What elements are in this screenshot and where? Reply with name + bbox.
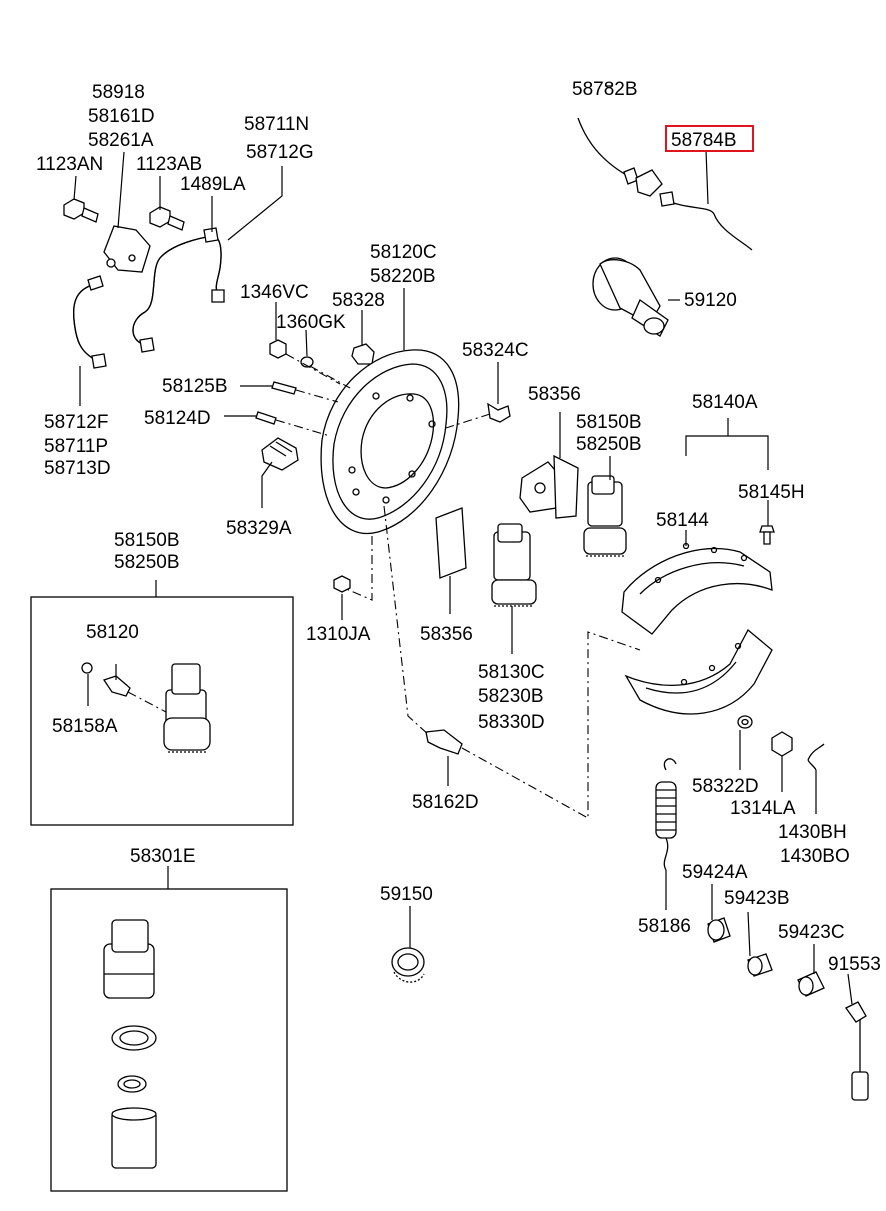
label-58713d: 58713D (44, 458, 111, 479)
kit-piston[interactable] (111, 1107, 157, 1169)
label-58250b-inset: 58250B (114, 552, 180, 573)
label-58150b-inset: 58150B (114, 530, 180, 551)
brake-pipe-left[interactable] (72, 275, 107, 369)
kit-seal-small[interactable] (117, 1075, 147, 1093)
label-1360gk: 1360GK (276, 312, 346, 333)
label-58712g: 58712G (246, 142, 314, 163)
label-59120: 59120 (684, 290, 737, 311)
brake-pipe-upper[interactable] (132, 227, 225, 353)
label-58250b-upper: 58250B (576, 434, 642, 455)
label-58918: 58918 (92, 82, 145, 103)
label-59423b: 59423B (724, 888, 790, 909)
label-1314la: 1314LA (730, 798, 796, 819)
assembly-dash-lines (127, 353, 641, 819)
bolt-1123ab[interactable] (149, 206, 185, 231)
wear-sensor-91553[interactable] (845, 1001, 869, 1101)
brake-chamber[interactable] (592, 257, 669, 337)
return-spring-58186[interactable] (655, 758, 677, 871)
label-58161d: 58161D (88, 106, 155, 127)
label-58140a: 58140A (692, 392, 758, 413)
label-58261a: 58261A (88, 130, 154, 151)
label-58330d: 58330D (478, 712, 545, 733)
wheel-cylinder-lower[interactable] (491, 523, 537, 607)
label-58328: 58328 (332, 290, 385, 311)
label-58784b[interactable]: 58784B (671, 130, 737, 151)
bleeder-58162d[interactable] (425, 729, 463, 755)
clip-58328[interactable] (351, 343, 375, 365)
inset-box-repair-kit (50, 888, 288, 1192)
washer-58322d[interactable] (737, 715, 753, 729)
label-58120: 58120 (86, 622, 139, 643)
label-58158a: 58158A (52, 716, 118, 737)
bushing-59423c[interactable] (797, 971, 825, 997)
bolt-58324c[interactable] (487, 402, 511, 423)
leader-lines (73, 85, 853, 1005)
label-58324c: 58324C (462, 340, 529, 361)
label-58230b: 58230B (478, 686, 544, 707)
shim-58356-upper[interactable] (519, 454, 579, 519)
label-58144: 58144 (656, 510, 709, 531)
dust-cap-59150[interactable] (391, 947, 425, 983)
inset-box-wheel-cylinder (30, 596, 294, 826)
label-58711n: 58711N (244, 114, 309, 135)
wheel-cylinder-upper[interactable] (583, 475, 627, 557)
label-59423c: 59423C (778, 922, 845, 943)
label-58220b: 58220B (370, 266, 436, 287)
nut-1310ja[interactable] (333, 575, 351, 593)
label-58712f: 58712F (44, 412, 108, 433)
backing-plate[interactable] (320, 349, 460, 535)
label-58150b-upper: 58150B (576, 412, 642, 433)
nut-1314la[interactable] (771, 731, 793, 757)
kit-cylinder[interactable] (103, 919, 155, 999)
label-1123ab: 1123AB (136, 154, 202, 175)
shim-58329a[interactable] (261, 437, 299, 471)
label-58162d: 58162D (412, 792, 479, 813)
brake-junction-block[interactable] (103, 225, 151, 273)
label-1346vc: 1346VC (240, 282, 309, 303)
part-labels: 58918 58161D 58261A 1123AN 1123AB 58711N… (36, 79, 881, 975)
label-58124d: 58124D (144, 408, 211, 429)
label-59424a: 59424A (682, 862, 748, 883)
label-58711p: 58711P (44, 436, 108, 457)
brake-shoe-upper[interactable] (621, 542, 773, 635)
label-58125b: 58125B (162, 376, 228, 397)
label-1489la: 1489LA (180, 174, 246, 195)
label-58356-upper: 58356 (528, 384, 581, 405)
label-91553: 91553 (828, 954, 881, 975)
label-59150: 59150 (380, 884, 433, 905)
label-58130c: 58130C (478, 662, 545, 683)
inset-cap-58158a[interactable] (81, 662, 93, 674)
bolt-1123an[interactable] (63, 198, 99, 223)
label-58322d: 58322D (692, 776, 759, 797)
nut-1346vc[interactable] (269, 339, 287, 359)
label-58356-lower: 58356 (420, 624, 473, 645)
pin-1430bh[interactable] (807, 743, 825, 771)
kit-seal-large[interactable] (111, 1025, 157, 1051)
inset-wheel-cylinder[interactable] (163, 663, 211, 753)
label-58301e: 58301E (130, 846, 196, 867)
label-1310ja: 1310JA (306, 624, 371, 645)
label-58145h: 58145H (738, 482, 805, 503)
screw-58145h[interactable] (759, 525, 775, 545)
parking-brake-cable[interactable] (577, 117, 753, 251)
label-58120c: 58120C (370, 242, 437, 263)
brake-shoe-lower[interactable] (624, 628, 773, 715)
label-1123an: 1123AN (36, 154, 103, 175)
shim-58356-lower[interactable] (435, 507, 467, 579)
label-1430bh: 1430BH (778, 822, 847, 843)
bolt-58125b[interactable] (271, 381, 297, 395)
highlight-box-58784b (665, 125, 754, 152)
bolt-58124d[interactable] (255, 411, 277, 425)
label-58186: 58186 (638, 916, 691, 937)
bushing-59423b[interactable] (747, 953, 773, 977)
inset-bleeder-58120[interactable] (102, 675, 131, 697)
bushing-59424a[interactable] (707, 917, 731, 943)
label-58329a: 58329A (226, 518, 292, 539)
label-58782b: 58782B (572, 79, 638, 100)
label-1430bo: 1430BO (780, 846, 850, 867)
